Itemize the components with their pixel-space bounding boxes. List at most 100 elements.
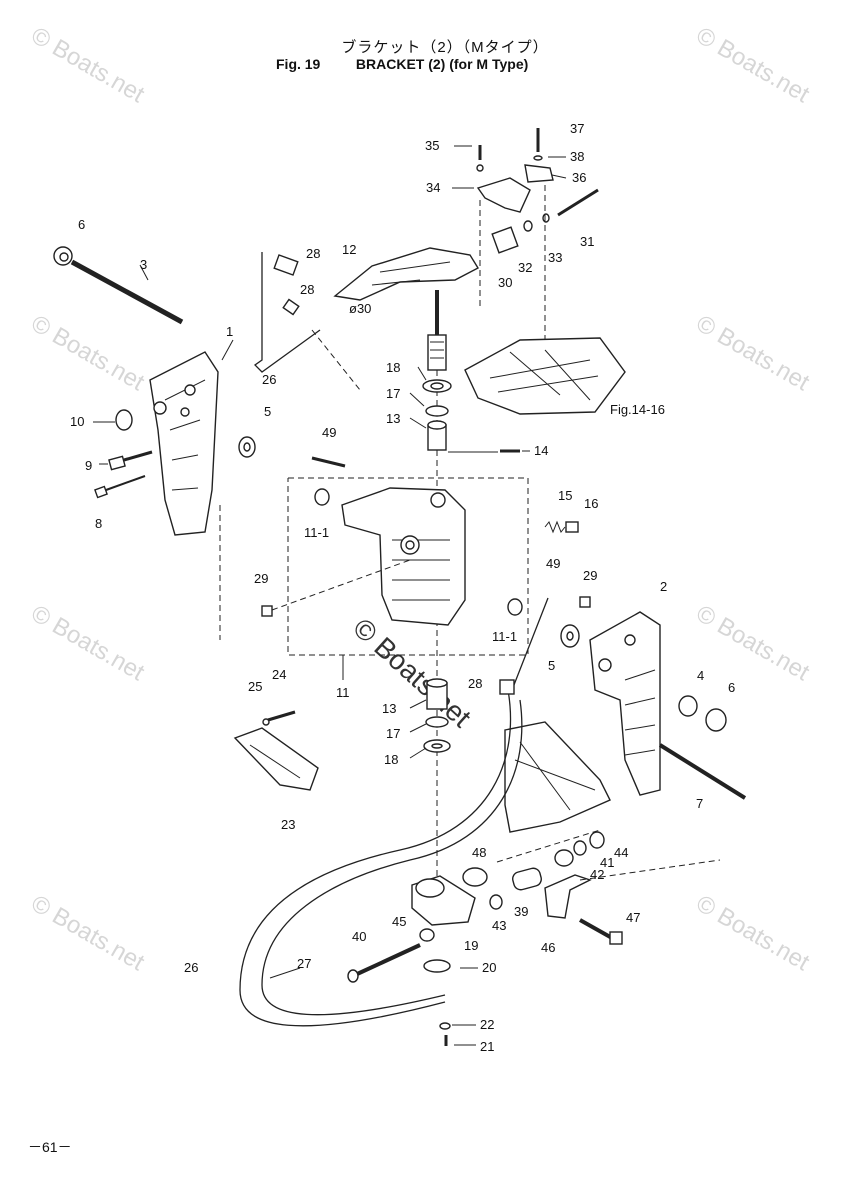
clip-28-upper: [273, 254, 300, 316]
label-25: 25: [248, 679, 262, 694]
part-labels: 6 3 1 26 28 28 12 ø30 10 5 9 8 49 18 17 …: [70, 121, 735, 1054]
figure-title-japanese: ブラケット（2）（Mタイプ）: [341, 39, 549, 56]
label-41: 41: [600, 855, 614, 870]
figure-caption: Fig. 19 BRACKET (2) (for M Type): [276, 56, 528, 72]
plate-23: [233, 727, 319, 791]
cable-26-upper: [253, 252, 321, 373]
label-29-right: 29: [583, 568, 597, 583]
washer-5-left: [238, 436, 256, 458]
label-37: 37: [570, 121, 584, 136]
label-18-upper: 18: [386, 360, 400, 375]
label-15: 15: [558, 488, 572, 503]
label-34: 34: [426, 180, 440, 195]
cable-27: [261, 699, 523, 1016]
screw-29-right: [579, 596, 591, 608]
label-20: 20: [482, 960, 496, 975]
guide-lower-tilt: [496, 829, 601, 863]
guide-26: [311, 329, 361, 391]
bolt-35: [476, 145, 484, 172]
label-13-upper: 13: [386, 411, 400, 426]
cap-6-right: [705, 708, 727, 732]
guide-29: [271, 559, 411, 611]
label-21: 21: [480, 1039, 494, 1054]
label-26-lower: 26: [184, 960, 198, 975]
swivel-bracket-11: [341, 487, 466, 626]
label-45: 45: [392, 914, 406, 929]
nut-42: [554, 849, 574, 867]
bolt-31: [557, 188, 599, 217]
guide-box-11: [287, 477, 529, 656]
label-7: 7: [696, 796, 703, 811]
label-12: 12: [342, 242, 356, 257]
label-28-b: 28: [300, 282, 314, 297]
label-33: 33: [548, 250, 562, 265]
cable-26-lower: [239, 689, 512, 1027]
oring-17-upper: [425, 405, 449, 417]
label-6-left: 6: [78, 217, 85, 232]
figure-number: Fig. 19: [276, 56, 321, 72]
label-6-right: 6: [728, 680, 735, 695]
label-11-1-right: 11-1: [492, 629, 517, 644]
bolt-47: [579, 918, 623, 945]
label-30: 30: [498, 275, 512, 290]
bolt-24-25: [262, 710, 296, 726]
bushing-11-1-left: [314, 488, 330, 506]
washer-41-44: [573, 831, 605, 856]
label-14: 14: [534, 443, 548, 458]
label-22: 22: [480, 1017, 494, 1032]
steering-arm-12: [333, 247, 479, 371]
label-dia30: ø30: [349, 301, 371, 316]
nut-39: [512, 867, 542, 891]
label-47: 47: [626, 910, 640, 925]
label-5-left: 5: [264, 404, 271, 419]
label-31: 31: [580, 234, 594, 249]
washer-45: [419, 928, 435, 942]
label-35: 35: [425, 138, 439, 153]
lever-19: [411, 875, 476, 926]
spring-15-bolt-16: [544, 520, 579, 534]
label-11: 11: [336, 685, 350, 700]
label-16: 16: [584, 496, 598, 511]
bolt-7: [658, 743, 747, 800]
engine-base-lower: [504, 721, 611, 833]
label-8: 8: [95, 516, 102, 531]
oring-17-lower: [425, 716, 449, 728]
label-40: 40: [352, 929, 366, 944]
label-9: 9: [85, 458, 92, 473]
bracket-34: [476, 177, 531, 213]
clamp-bracket-right: [589, 611, 661, 796]
label-46: 46: [541, 940, 555, 955]
label-2: 2: [660, 579, 667, 594]
washer-18-lower: [423, 739, 451, 753]
bolt-37-38: [533, 128, 543, 161]
pin-49-upper: [311, 456, 346, 468]
guide-lower-tilt-2: [579, 859, 721, 881]
label-38: 38: [570, 149, 584, 164]
label-32: 32: [518, 260, 532, 275]
washer-18-upper: [422, 379, 452, 393]
nut-4: [678, 695, 698, 717]
screw-29-left: [261, 605, 273, 617]
label-3: 3: [140, 257, 147, 272]
label-42: 42: [590, 867, 604, 882]
label-36: 36: [572, 170, 586, 185]
label-49-lower: 49: [546, 556, 560, 571]
page-number: －61－: [28, 1139, 72, 1155]
label-4: 4: [697, 668, 704, 683]
bushing-13-lower: [426, 678, 448, 710]
bracket-46: [544, 874, 592, 919]
label-19: 19: [464, 938, 478, 953]
leader-1: [221, 339, 234, 361]
label-fig-ref: Fig.14-16: [610, 402, 665, 417]
bushing-11-1-right: [507, 598, 523, 616]
label-28-c: 28: [468, 676, 482, 691]
label-27: 27: [297, 956, 311, 971]
label-11-1-left: 11-1: [304, 525, 329, 540]
leader-lines: [93, 145, 567, 1046]
label-17-lower: 17: [386, 726, 400, 741]
label-49-upper: 49: [322, 425, 336, 440]
engine-base-upper: [464, 337, 626, 415]
plate-20: [423, 959, 451, 973]
label-43: 43: [492, 918, 506, 933]
